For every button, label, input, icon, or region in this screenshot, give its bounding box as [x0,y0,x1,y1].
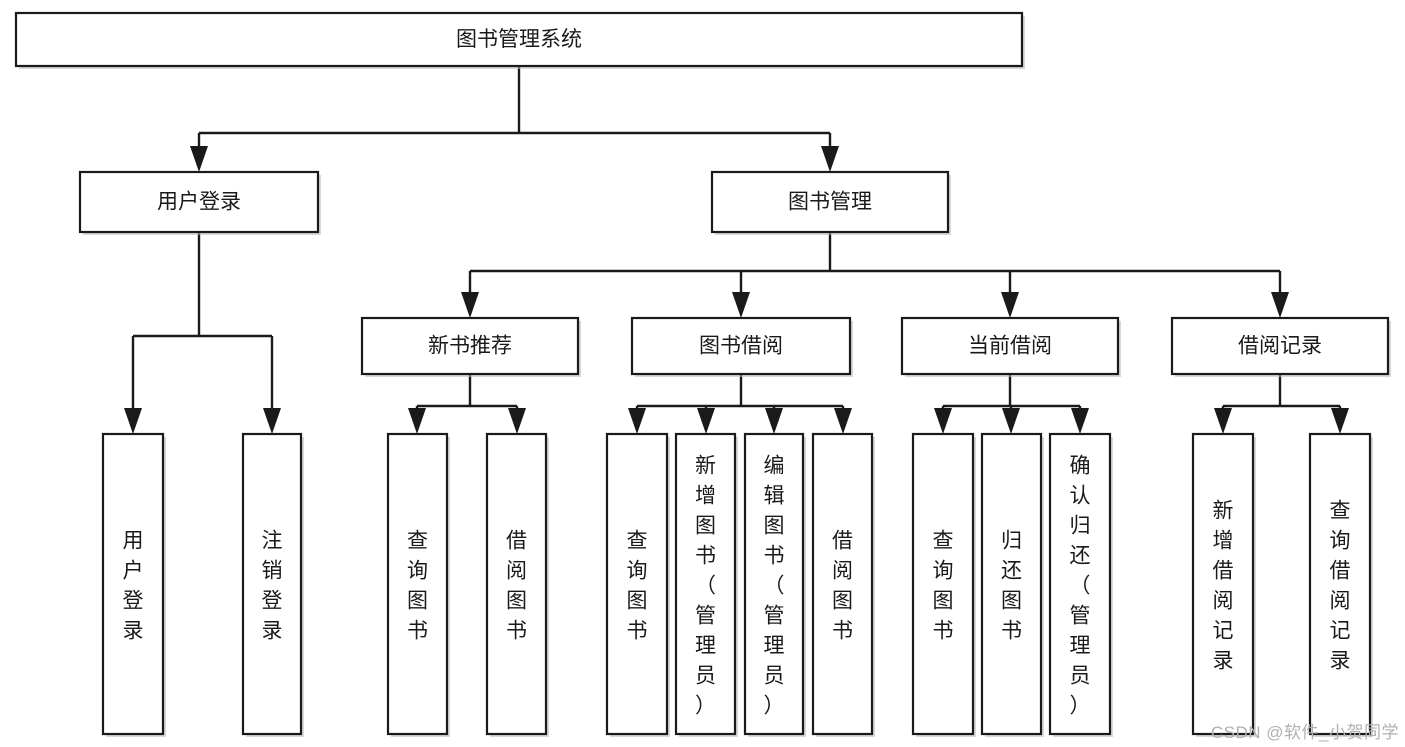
node-label: 用户登录 [123,529,144,642]
node-label: 确认归还（管理员） [1070,454,1091,717]
connector-new-book-bus [408,374,526,434]
node-label: 归还图书 [1001,529,1022,642]
node-label: 借阅记录 [1238,335,1322,358]
connector-root-bus [190,66,839,172]
node-leaf-add-book[interactable]: 新增图书（管理员） [674,432,738,737]
node-box [605,432,669,736]
node-leaf-edit-book[interactable]: 编辑图书（管理员） [743,432,806,737]
node-label: 查询借阅记录 [1330,499,1351,672]
connector-layer [124,66,1349,434]
node-label: 新增图书（管理员） [695,454,716,717]
connector-borrow-record-bus [1214,374,1349,434]
node-box [241,432,303,736]
node-box [14,11,1024,68]
connector-book-borrow-bus [628,374,852,434]
node-box [101,432,165,736]
node-label: 用户登录 [157,191,241,214]
node-leaf-confirm-return[interactable]: 确认归还（管理员） [1048,432,1113,737]
node-label: 图书借阅 [699,335,783,358]
node-label: 图书管理系统 [456,28,582,51]
node-leaf-query-book-3[interactable]: 查询图书 [911,432,976,737]
node-layer: 图书管理系统用户登录图书管理新书推荐图书借阅当前借阅借阅记录用户登录注销登录查询… [14,11,1391,737]
node-box [743,432,805,736]
node-current-borrow[interactable]: 当前借阅 [900,316,1121,377]
node-box [386,432,449,736]
csdn-watermark: CSDN @软件_小贺同学 [1210,723,1399,742]
node-label: 新书推荐 [428,335,512,358]
node-user-login[interactable]: 用户登录 [78,170,321,235]
node-leaf-query-book-2[interactable]: 查询图书 [605,432,670,737]
node-leaf-add-record[interactable]: 新增借阅记录 [1191,432,1256,737]
node-box [674,432,737,736]
node-label: 图书管理 [788,191,872,214]
node-label: 查询图书 [407,529,428,642]
connector-current-borrow-bus [934,374,1089,434]
node-leaf-return-book[interactable]: 归还图书 [980,432,1044,737]
connector-user-login-bus [124,232,281,434]
node-label: 注销登录 [262,529,283,642]
node-box [710,170,950,234]
connector-book-manage-bus [461,232,1289,318]
node-book-borrow[interactable]: 图书借阅 [630,316,853,377]
node-box [1191,432,1255,736]
node-new-book-recommend[interactable]: 新书推荐 [360,316,581,377]
node-label: 新增借阅记录 [1213,499,1234,672]
node-label: 当前借阅 [968,335,1052,358]
node-label: 编辑图书（管理员） [764,454,785,717]
node-box [1048,432,1112,736]
node-leaf-query-book-1[interactable]: 查询图书 [386,432,450,737]
node-book-manage[interactable]: 图书管理 [710,170,951,235]
node-box [980,432,1043,736]
node-box [360,316,580,376]
node-leaf-borrow-book-2[interactable]: 借阅图书 [811,432,875,737]
node-leaf-query-record[interactable]: 查询借阅记录 [1308,432,1373,737]
node-label: 查询图书 [627,529,648,642]
node-box [811,432,874,736]
node-box [911,432,975,736]
node-box [1308,432,1372,736]
node-label: 借阅图书 [506,529,527,642]
node-leaf-borrow-book-1[interactable]: 借阅图书 [485,432,549,737]
node-label: 借阅图书 [832,529,853,642]
node-borrow-record[interactable]: 借阅记录 [1170,316,1391,377]
node-leaf-logout[interactable]: 注销登录 [241,432,304,737]
node-label: 查询图书 [933,529,954,642]
node-leaf-user-login[interactable]: 用户登录 [101,432,166,737]
node-box [1170,316,1390,376]
node-box [485,432,548,736]
node-box [900,316,1120,376]
node-box [630,316,852,376]
node-root-system[interactable]: 图书管理系统 [14,11,1025,69]
node-box [78,170,320,234]
